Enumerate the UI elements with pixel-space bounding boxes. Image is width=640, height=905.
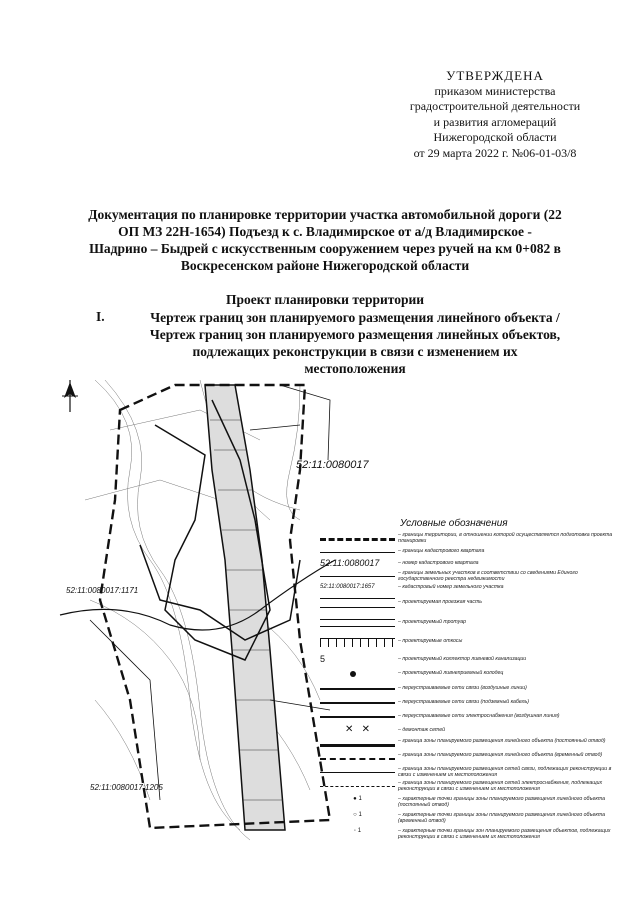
legend-text: – граница зоны планируемого размещения с… bbox=[398, 780, 603, 792]
legend-symbol bbox=[320, 682, 395, 696]
legend-text: – переустраиваемые сети электроснабжения… bbox=[398, 713, 560, 719]
legend-text: – граница зоны планируемого размещения с… bbox=[398, 766, 612, 778]
legend-symbol bbox=[320, 710, 395, 724]
legend-text: – характерные точки границы зон планируе… bbox=[398, 828, 611, 840]
approval-date: от 29 марта 2022 г. №06-01-03/8 bbox=[413, 145, 577, 160]
title-line: Воскресенском районе Нижегородской облас… bbox=[180, 258, 470, 273]
legend-text: – характерные точки границы зоны планиру… bbox=[398, 812, 606, 824]
legend-text: – проектируемый коллектор ливневой канал… bbox=[398, 656, 527, 662]
plot-label: 52:11:0080017:1171 bbox=[66, 586, 138, 595]
legend-text: – проектируемый ливнеприемный колодец bbox=[398, 670, 504, 676]
road-corridor bbox=[204, 384, 286, 831]
legend-symbol bbox=[320, 634, 395, 648]
territory-boundary bbox=[98, 383, 332, 830]
document-title: Документация по планировке территории уч… bbox=[60, 206, 590, 274]
zone-boundary bbox=[139, 544, 301, 641]
subtitle-line: Чертеж границ зон планируемого размещени… bbox=[149, 327, 561, 342]
title-line: Шадрино – Быдрей с искусственным сооруже… bbox=[89, 241, 561, 256]
approval-line: Нижегородской области bbox=[433, 130, 557, 144]
section-number: I. bbox=[96, 309, 105, 324]
north-arrow-icon bbox=[62, 380, 78, 412]
legend-symbol bbox=[320, 570, 395, 584]
legend-text: – проектируемый тротуар bbox=[398, 619, 466, 625]
approval-line: градостроительной деятельности bbox=[409, 99, 581, 113]
legend-text: – номер кадастрового квартала bbox=[398, 560, 479, 566]
legend-symbol bbox=[320, 532, 395, 546]
approval-line: приказом министерства bbox=[434, 83, 556, 98]
legend-symbol bbox=[320, 668, 395, 682]
approval-line: и развития агломераций bbox=[433, 114, 557, 129]
legend-text: – характерные точки границы зоны планиру… bbox=[398, 796, 606, 808]
legend-symbol: ○ 1 bbox=[353, 812, 362, 818]
topographic-lines bbox=[84, 379, 321, 841]
legend-text: – граница зоны планируемого размещения л… bbox=[398, 752, 603, 758]
approval-block: УТВЕРЖДЕНА приказом министерства градост… bbox=[380, 68, 610, 161]
legend-symbol bbox=[320, 738, 395, 752]
subtitle-line: местоположения bbox=[304, 361, 406, 376]
legend-symbol: ◦ 1 bbox=[353, 828, 362, 834]
title-line: Документация по планировке территории уч… bbox=[88, 207, 562, 222]
legend-title: Условные обозначения bbox=[400, 518, 508, 529]
plot-boundaries bbox=[89, 384, 331, 801]
legend-text: – границы кадастрового квартала bbox=[398, 548, 485, 554]
legend-text: – границы земельных участков в соответст… bbox=[398, 570, 578, 582]
legend-symbol: 52:11:0080017:1657 bbox=[320, 584, 375, 590]
title-line: ОП МЗ 22Н-1654) Подъезд к с. Владимирско… bbox=[118, 224, 532, 239]
legend-symbol bbox=[320, 766, 395, 780]
legend-symbol bbox=[320, 752, 395, 766]
legend-text: – границы территории, в отношении которо… bbox=[398, 532, 613, 544]
legend-symbol: 5 bbox=[320, 654, 326, 664]
legend-text: – демонтаж сетей bbox=[398, 727, 445, 733]
legend-text: – граница зоны планируемого размещения л… bbox=[398, 738, 606, 744]
legend-symbol bbox=[320, 780, 395, 794]
subtitle-line: Чертеж границ зон планируемого размещени… bbox=[150, 310, 560, 325]
legend-symbol bbox=[320, 696, 395, 710]
stream-line bbox=[59, 559, 336, 631]
section-subtitle: Чертеж границ зон планируемого размещени… bbox=[120, 309, 590, 377]
subtitle-line: подлежащих реконструкции в связи с измен… bbox=[192, 344, 518, 359]
legend-symbol: 52:11:0080017 bbox=[320, 558, 380, 568]
legend-text: – переустраиваемые сети связи (воздушные… bbox=[398, 685, 527, 691]
legend-symbol: ● 1 bbox=[353, 796, 362, 802]
legend-text: – проектируемые откосы bbox=[398, 638, 463, 644]
legend-text: – кадастровый номер земельного участка bbox=[398, 584, 504, 590]
legend-symbol bbox=[320, 596, 395, 610]
quarter-label: 52:11:0080017 bbox=[296, 459, 369, 471]
approval-heading: УТВЕРЖДЕНА bbox=[446, 68, 544, 83]
section-title: Проект планировки территории bbox=[225, 292, 425, 307]
legend-symbol bbox=[320, 616, 395, 630]
legend-symbol bbox=[320, 546, 395, 560]
legend-text: – переустраиваемые сети связи (подземный… bbox=[398, 699, 529, 705]
legend-text: – проектируемая проезжая часть bbox=[398, 599, 483, 605]
zone-boundary bbox=[154, 399, 271, 661]
plot-label: 52:11:0080017:1205 bbox=[90, 783, 163, 792]
legend-symbol: ✕ ✕ bbox=[344, 724, 371, 735]
